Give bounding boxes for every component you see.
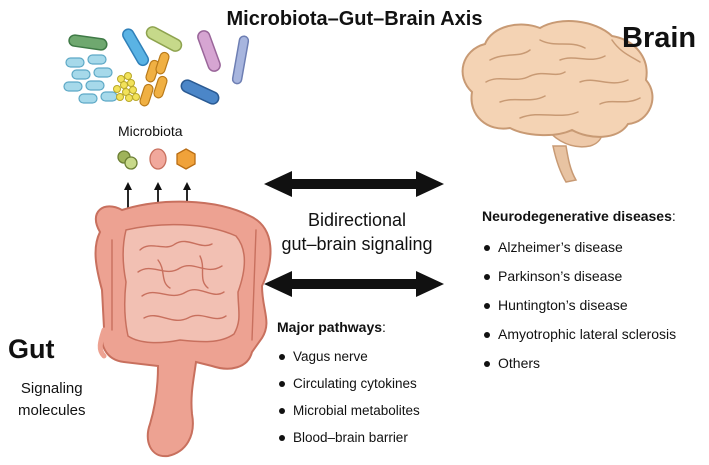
pathways-heading: Major pathways: <box>277 319 420 335</box>
gut-icon <box>94 200 272 458</box>
neuro-items: Alzheimer’s disease Parkinson’s disease … <box>482 233 676 378</box>
list-item: Microbial metabolites <box>277 397 420 424</box>
bidirectional-signaling-label: Bidirectional gut–brain signaling <box>262 208 452 256</box>
neurodegenerative-diseases-list: Neurodegenerative diseases: Alzheimer’s … <box>482 208 676 378</box>
list-item: Vagus nerve <box>277 343 420 370</box>
list-item: Circulating cytokines <box>277 370 420 397</box>
pathways-items: Vagus nerve Circulating cytokines Microb… <box>277 343 420 451</box>
signaling-label-line: Signaling <box>20 380 83 397</box>
bidirectional-arrows-icon <box>264 171 444 297</box>
major-pathways-list: Major pathways: Vagus nerve Circulating … <box>277 319 420 451</box>
list-item: Amyotrophic lateral sclerosis <box>482 320 676 349</box>
neuro-heading-text: Neurodegenerative diseases <box>482 208 672 224</box>
list-item: Huntington’s disease <box>482 291 676 320</box>
bidirectional-label-line: gut–brain signaling <box>281 234 433 254</box>
gut-label: Gut <box>8 334 55 364</box>
page-title: Microbiota–Gut–Brain Axis <box>226 8 483 30</box>
signaling-label-line: molecules <box>18 402 86 419</box>
neuro-heading: Neurodegenerative diseases: <box>482 208 676 224</box>
brain-icon <box>461 20 654 183</box>
neuro-heading-suffix: : <box>671 208 676 224</box>
list-item: Blood–brain barrier <box>277 424 420 451</box>
list-item: Alzheimer’s disease <box>482 233 676 262</box>
microbiota-label: Microbiota <box>118 123 183 139</box>
list-item: Parkinson’s disease <box>482 262 676 291</box>
pathways-heading-text: Major pathways <box>277 319 383 335</box>
brain-label: Brain <box>622 22 697 54</box>
bidirectional-label-line: Bidirectional <box>307 210 407 230</box>
molecule-icons <box>117 148 196 170</box>
signaling-molecules-label: Signaling molecules <box>18 378 86 422</box>
list-item: Others <box>482 349 676 378</box>
bacteria-cluster-icon <box>63 26 250 107</box>
pathways-heading-suffix: : <box>382 319 386 335</box>
